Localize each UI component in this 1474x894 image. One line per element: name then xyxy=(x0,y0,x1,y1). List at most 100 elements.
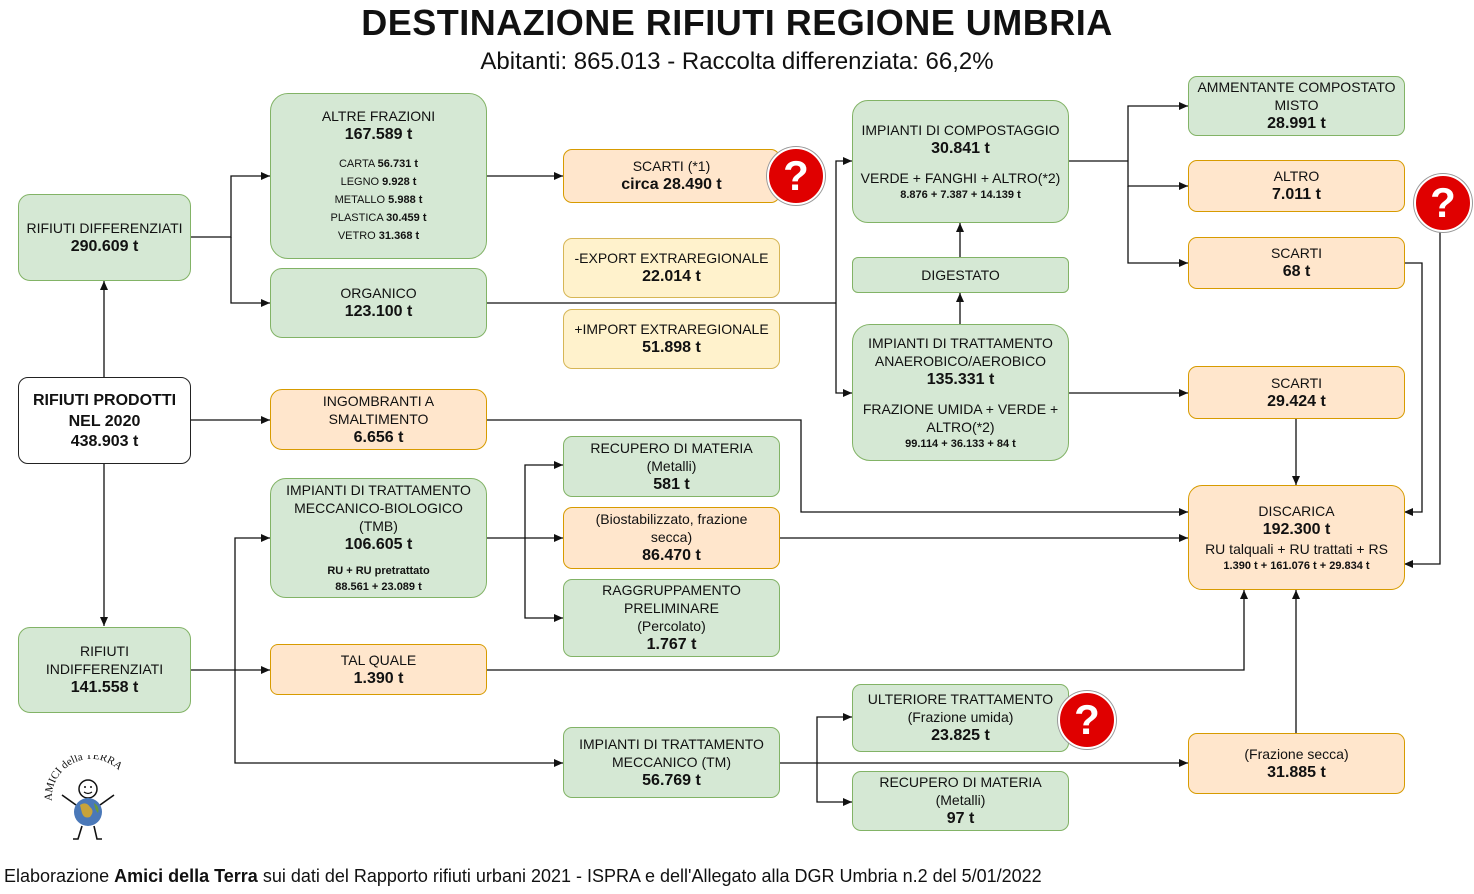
arrow-comp-scarti xyxy=(1127,186,1188,267)
node-label: ULTERIORE TRATTAMENTO xyxy=(867,691,1054,707)
node-label: MECCANICO-BIOLOGICO (TMB) xyxy=(294,500,463,534)
node-tal-quale: TAL QUALE 1.390 t xyxy=(270,644,487,695)
node-label: (Frazione umida) xyxy=(907,709,1014,725)
node-label: RECUPERO DI MATERIA xyxy=(590,439,753,456)
node-value: 68 t xyxy=(1282,263,1311,280)
node-label: AMMENTANTE COMPOSTATO xyxy=(1197,79,1396,95)
node-value: 30.841 t xyxy=(931,139,990,157)
node-label: PRELIMINARE xyxy=(624,600,719,616)
node-scarti-anaerobico: SCARTI 29.424 t xyxy=(1188,366,1405,419)
svg-text:AMICI della TERRA: AMICI della TERRA xyxy=(43,755,125,801)
fraction-vetro: VETRO 31.368 t xyxy=(337,230,420,242)
node-detail: FRAZIONE UMIDA + VERDE + xyxy=(862,400,1059,417)
node-value: 1.767 t xyxy=(646,636,697,653)
node-label: ANAEROBICO/AEROBICO xyxy=(874,352,1047,369)
node-import: +IMPORT EXTRAREGIONALE 51.898 t xyxy=(563,309,780,369)
arrow-scarti68-discarica xyxy=(1404,262,1423,516)
node-label: MISTO xyxy=(1274,97,1319,113)
arrow-indiff-tm xyxy=(234,670,563,767)
node-recupero-metalli-tmb: RECUPERO DI MATERIA (Metalli) 581 t xyxy=(563,436,780,497)
amici-della-terra-logo: AMICI della TERRA xyxy=(43,755,125,840)
node-anaerobico: IMPIANTI DI TRATTAMENTO ANAEROBICO/AEROB… xyxy=(852,324,1069,461)
node-biostabilizzato: (Biostabilizzato, frazione secca) 86.470… xyxy=(563,507,780,569)
node-label: IMPIANTI DI COMPOSTAGGIO xyxy=(861,121,1060,138)
node-label: SCARTI (*1) xyxy=(632,158,711,174)
arrow-tm-recupero xyxy=(816,763,852,806)
node-value: 141.558 t xyxy=(70,679,139,696)
arrow-diff-organico xyxy=(230,237,270,307)
node-value: 7.011 t xyxy=(1272,186,1321,203)
question-mark-icon: ? xyxy=(1414,174,1472,232)
node-value: 167.589 t xyxy=(344,126,413,143)
node-label: NEL 2020 xyxy=(68,412,141,430)
node-label: IMPIANTI DI TRATTAMENTO xyxy=(868,334,1053,351)
node-value: circa 28.490 t xyxy=(621,176,722,193)
node-label: RIFIUTI DIFFERENZIATI xyxy=(26,219,183,236)
node-scarti-compostaggio: SCARTI 68 t xyxy=(1188,237,1405,289)
node-value: 438.903 t xyxy=(70,432,139,450)
node-altre-frazioni: ALTRE FRAZIONI 167.589 t CARTA 56.731 t … xyxy=(270,93,487,259)
fraction-carta: CARTA 56.731 t xyxy=(338,158,419,170)
node-value: 581 t xyxy=(653,475,690,493)
footer-source: Elaborazione Amici della Terra sui dati … xyxy=(4,866,1042,886)
node-detail-values: 99.114 + 36.133 + 84 t xyxy=(905,437,1016,450)
node-label: RECUPERO DI MATERIA xyxy=(879,774,1042,790)
node-value: 106.605 t xyxy=(344,536,413,553)
node-detail: RU talquali + RU trattati + RS xyxy=(1205,540,1388,557)
arrow-comp-altro xyxy=(1127,161,1188,190)
node-recupero-metalli-tm: RECUPERO DI MATERIA (Metalli) 97 t xyxy=(852,771,1069,831)
node-value: 290.609 t xyxy=(70,237,139,255)
arrow-altro-discarica xyxy=(1404,228,1441,568)
node-altro: ALTRO 7.011 t xyxy=(1188,160,1405,212)
question-mark-icon: ? xyxy=(767,147,825,205)
node-label: IMPIANTI DI TRATTAMENTO xyxy=(286,482,471,498)
page-subtitle: Abitanti: 865.013 - Raccolta differenzia… xyxy=(480,48,994,75)
node-detail-values: 88.561 + 23.089 t xyxy=(335,581,422,593)
node-rifiuti-differenziati: RIFIUTI DIFFERENZIATI 290.609 t xyxy=(18,194,191,281)
node-label: (Metalli) xyxy=(646,457,697,474)
node-value: 22.014 t xyxy=(642,268,701,285)
arrow-tmb-metalli xyxy=(524,461,563,538)
node-label: INGOMBRANTI A SMALTIMENTO xyxy=(322,392,435,427)
node-value: 135.331 t xyxy=(926,370,995,388)
node-ammendante: AMMENTANTE COMPOSTATO MISTO 28.991 t xyxy=(1188,76,1405,136)
node-organico: ORGANICO 123.100 t xyxy=(270,268,487,338)
arrow-talquale-discarica xyxy=(486,590,1248,671)
node-value: 1.390 t xyxy=(353,669,404,687)
node-label: +IMPORT EXTRAREGIONALE xyxy=(574,321,769,337)
node-value: 51.898 t xyxy=(642,339,701,356)
node-label: TAL QUALE xyxy=(340,651,417,668)
node-tmb: IMPIANTI DI TRATTAMENTO MECCANICO-BIOLOG… xyxy=(270,478,487,598)
node-label: (Percolato) xyxy=(637,618,706,634)
node-detail: RU + RU pretrattato xyxy=(327,565,430,577)
node-label: secca) xyxy=(650,529,693,545)
node-rifiuti-prodotti: RIFIUTI PRODOTTI NEL 2020 438.903 t xyxy=(18,377,191,464)
node-label: (Frazione secca) xyxy=(1244,745,1349,762)
node-label: ALTRE FRAZIONI xyxy=(321,108,436,124)
node-label: SCARTI xyxy=(1270,245,1323,261)
node-value: 97 t xyxy=(946,810,975,827)
node-label: RIFIUTI INDIFFERENZIATI xyxy=(45,643,164,677)
arrow-indiff-tmb xyxy=(190,534,270,671)
fraction-plastica: PLASTICA 30.459 t xyxy=(330,212,427,224)
arrow-to-compostaggio xyxy=(835,157,852,303)
arrow-tmb-raggr xyxy=(524,538,563,622)
page-title: DESTINAZIONE RIFIUTI REGIONE UMBRIA xyxy=(361,2,1113,43)
node-label: (Biostabilizzato, frazione xyxy=(595,511,748,527)
node-raggruppamento: RAGGRUPPAMENTO PRELIMINARE (Percolato) 1… xyxy=(563,579,780,657)
node-label: ALTRO xyxy=(1273,168,1320,184)
arrow-ingombranti-discarica xyxy=(486,419,1188,516)
node-label: DIGESTATO xyxy=(921,267,1000,283)
node-value: 6.656 t xyxy=(353,428,404,446)
node-value: 56.769 t xyxy=(642,771,701,789)
node-detail: ALTRO(*2) xyxy=(926,418,995,435)
node-digestato: DIGESTATO xyxy=(852,257,1069,293)
fraction-metallo: METALLO 5.988 t xyxy=(334,194,423,206)
node-detail-values: 8.876 + 7.387 + 14.139 t xyxy=(900,188,1021,201)
node-ulteriore-trattamento: ULTERIORE TRATTAMENTO (Frazione umida) 2… xyxy=(852,684,1069,752)
arrow-to-anaerobico xyxy=(835,303,852,397)
node-tm: IMPIANTI DI TRATTAMENTO MECCANICO (TM) 5… xyxy=(563,727,780,798)
node-label: MECCANICO (TM) xyxy=(612,753,731,770)
node-label: ORGANICO xyxy=(340,285,417,301)
